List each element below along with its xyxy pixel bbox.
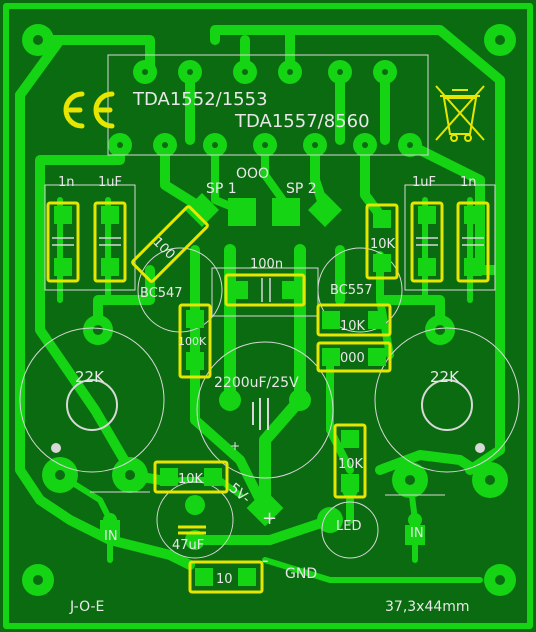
transistor-bc547-label: BC547 bbox=[140, 286, 183, 301]
supply-minus: - bbox=[262, 550, 269, 571]
cap-1n-left-label: 1n bbox=[58, 175, 75, 190]
chip-label-1: TDA1552/1553 bbox=[132, 89, 268, 110]
gnd-label: GND bbox=[285, 566, 317, 582]
silkscreen-outlines bbox=[19, 54, 520, 559]
chip-label-2: TDA1557/8560 bbox=[234, 111, 370, 132]
speaker-ooo-label: OOO bbox=[236, 166, 269, 182]
cap-47uF-label: 47uF bbox=[172, 538, 204, 553]
pot-22K-left-label: 22K bbox=[75, 368, 105, 386]
pin1-dot-right bbox=[475, 443, 485, 453]
component-pads bbox=[54, 206, 482, 586]
outer-ground-trace bbox=[3, 3, 533, 629]
capacitor-symbols bbox=[52, 237, 484, 535]
res-10K-mid-label: 10K bbox=[340, 319, 366, 334]
input-right-label: IN bbox=[410, 526, 424, 541]
supply-plus: + bbox=[262, 508, 277, 529]
plus-mark: + bbox=[230, 439, 240, 453]
author-label: J-O-E bbox=[69, 599, 104, 615]
board-size-label: 37,3x44mm bbox=[385, 599, 470, 615]
transistor-bc557-label: BC557 bbox=[330, 283, 373, 298]
res-10K-right-label: 10K bbox=[370, 237, 396, 252]
cap-1uF-right-label: 1uF bbox=[412, 175, 436, 190]
weee-bin-icon bbox=[435, 85, 485, 142]
speaker-2-label: SP 2 bbox=[286, 181, 317, 197]
pin1-dot bbox=[51, 443, 61, 453]
component-outlines bbox=[46, 201, 490, 594]
res-10-label: 10 bbox=[216, 572, 233, 587]
input-left-label: IN bbox=[104, 529, 118, 544]
res-10K-lower-label: 10K bbox=[178, 472, 204, 487]
ce-mark-icon bbox=[63, 91, 115, 129]
speaker-1-label: SP 1 bbox=[206, 181, 237, 197]
pad-holes bbox=[33, 35, 505, 585]
cap-100n-label: 100n bbox=[250, 257, 283, 272]
cap-1uF-left-label: 1uF bbox=[98, 175, 122, 190]
pot-22K-right-label: 22K bbox=[430, 368, 460, 386]
cap-1n-right-label: 1n bbox=[460, 175, 477, 190]
square-pads bbox=[100, 193, 425, 545]
res-10K-led-label: 10K bbox=[338, 457, 364, 472]
led-label: LED bbox=[336, 519, 361, 534]
res-100K-label: 100K bbox=[178, 335, 207, 348]
main-cap-label: 2200uF/25V bbox=[214, 375, 299, 391]
res-000-label: 000 bbox=[340, 351, 365, 366]
